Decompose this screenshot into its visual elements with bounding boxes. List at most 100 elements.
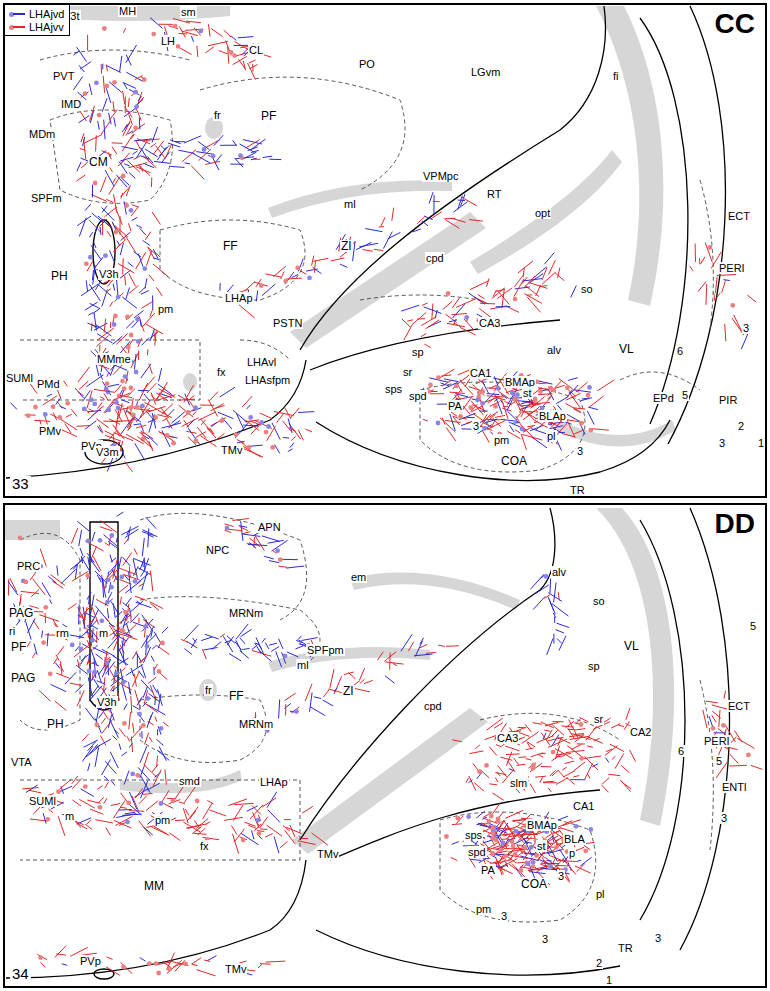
axon-fiber xyxy=(563,434,575,437)
axon-fiber xyxy=(393,663,397,666)
cell-dot xyxy=(165,433,170,438)
axon-fiber xyxy=(225,640,232,643)
axon-fiber xyxy=(267,792,277,808)
axon-fiber xyxy=(535,776,546,777)
axon-fiber xyxy=(310,693,313,712)
axon-fiber xyxy=(533,723,542,725)
axon-fiber xyxy=(140,559,144,570)
axon-fiber xyxy=(136,408,150,422)
cell-dot xyxy=(544,574,549,579)
axon-fiber xyxy=(88,742,96,751)
axon-fiber xyxy=(111,558,116,562)
axon-fiber xyxy=(32,652,35,658)
axon-fiber xyxy=(111,420,131,422)
axon-fiber xyxy=(43,396,57,405)
axon-fiber xyxy=(263,156,273,158)
axon-fiber xyxy=(235,157,254,159)
cell-dot xyxy=(145,644,150,649)
axon-fiber xyxy=(291,436,296,440)
axon-fiber xyxy=(233,410,247,422)
cell-dot xyxy=(234,432,239,437)
axon-fiber xyxy=(554,617,555,623)
axon-fiber xyxy=(573,408,586,409)
axon-fiber xyxy=(212,642,222,650)
axon-fiber xyxy=(78,604,80,624)
cell-dot xyxy=(121,174,126,179)
axon-fiber xyxy=(89,409,95,412)
axon-fiber xyxy=(98,284,112,296)
axon-fiber xyxy=(88,557,90,570)
axon-fiber xyxy=(139,383,148,401)
axon-fiber xyxy=(305,429,312,432)
axon-fiber xyxy=(121,752,127,756)
cell-dot xyxy=(43,605,48,610)
axon-fiber xyxy=(125,529,138,537)
axon-fiber xyxy=(150,329,154,341)
axon-fiber xyxy=(135,596,147,600)
axon-fiber xyxy=(45,613,46,623)
axon-fiber xyxy=(608,774,620,775)
axon-fiber xyxy=(612,756,616,760)
axon-fiber xyxy=(129,712,131,729)
axon-fiber xyxy=(87,632,96,642)
cell-dot xyxy=(193,405,198,410)
axon-fiber xyxy=(86,280,87,291)
axon-fiber xyxy=(184,787,196,803)
axon-fiber xyxy=(124,124,127,129)
cell-dot xyxy=(98,538,103,543)
cell-dot xyxy=(112,322,117,327)
axon-fiber xyxy=(86,708,95,720)
axon-fiber xyxy=(161,146,166,150)
cell-dot xyxy=(587,385,592,390)
axon-fiber xyxy=(135,76,143,80)
axon-fiber xyxy=(200,419,213,435)
axon-fiber xyxy=(150,309,153,317)
axon-fiber xyxy=(140,655,147,663)
cell-dot xyxy=(202,147,207,152)
axon-fiber xyxy=(123,28,125,33)
axon-fiber xyxy=(141,291,149,295)
axon-fiber xyxy=(722,281,726,293)
axon-fiber xyxy=(117,512,124,516)
axon-fiber xyxy=(229,654,241,662)
axon-fiber xyxy=(451,314,466,315)
axon-fiber xyxy=(116,537,117,542)
axon-fiber xyxy=(165,144,172,159)
axon-fiber xyxy=(106,708,113,715)
cell-dot xyxy=(86,539,91,544)
axon-fiber xyxy=(90,111,93,123)
axon-fiber xyxy=(123,82,136,88)
cell-dot xyxy=(436,375,441,380)
cell-dot xyxy=(140,404,145,409)
axon-fiber xyxy=(81,655,89,661)
axon-fiber xyxy=(466,778,468,783)
axon-fiber xyxy=(20,594,22,606)
axon-fiber xyxy=(8,581,18,595)
axon-fiber xyxy=(84,139,86,159)
cell-dot xyxy=(533,397,538,402)
axon-fiber xyxy=(256,291,257,302)
axon-fiber xyxy=(106,828,111,836)
axon-fiber xyxy=(156,287,162,296)
axon-fiber xyxy=(146,251,151,266)
axon-fiber xyxy=(512,864,525,878)
axon-fiber xyxy=(424,216,433,220)
axon-fiber xyxy=(104,399,115,413)
axon-fiber xyxy=(705,284,707,305)
axon-fiber xyxy=(129,687,131,695)
cell-dot xyxy=(241,838,246,843)
axon-fiber xyxy=(568,390,573,397)
axon-fiber xyxy=(460,327,475,334)
axon-fiber xyxy=(248,825,257,829)
axon-fiber xyxy=(364,680,373,683)
cell-dot xyxy=(259,283,264,288)
axon-fiber xyxy=(153,770,161,787)
axon-fiber xyxy=(135,788,143,798)
axon-fiber xyxy=(44,413,48,425)
axon-fiber xyxy=(238,37,254,38)
axon-fiber xyxy=(383,232,392,249)
axon-fiber xyxy=(84,135,102,144)
axon-fiber xyxy=(248,147,258,151)
axon-fiber xyxy=(152,212,160,225)
axon-fiber xyxy=(151,177,152,187)
